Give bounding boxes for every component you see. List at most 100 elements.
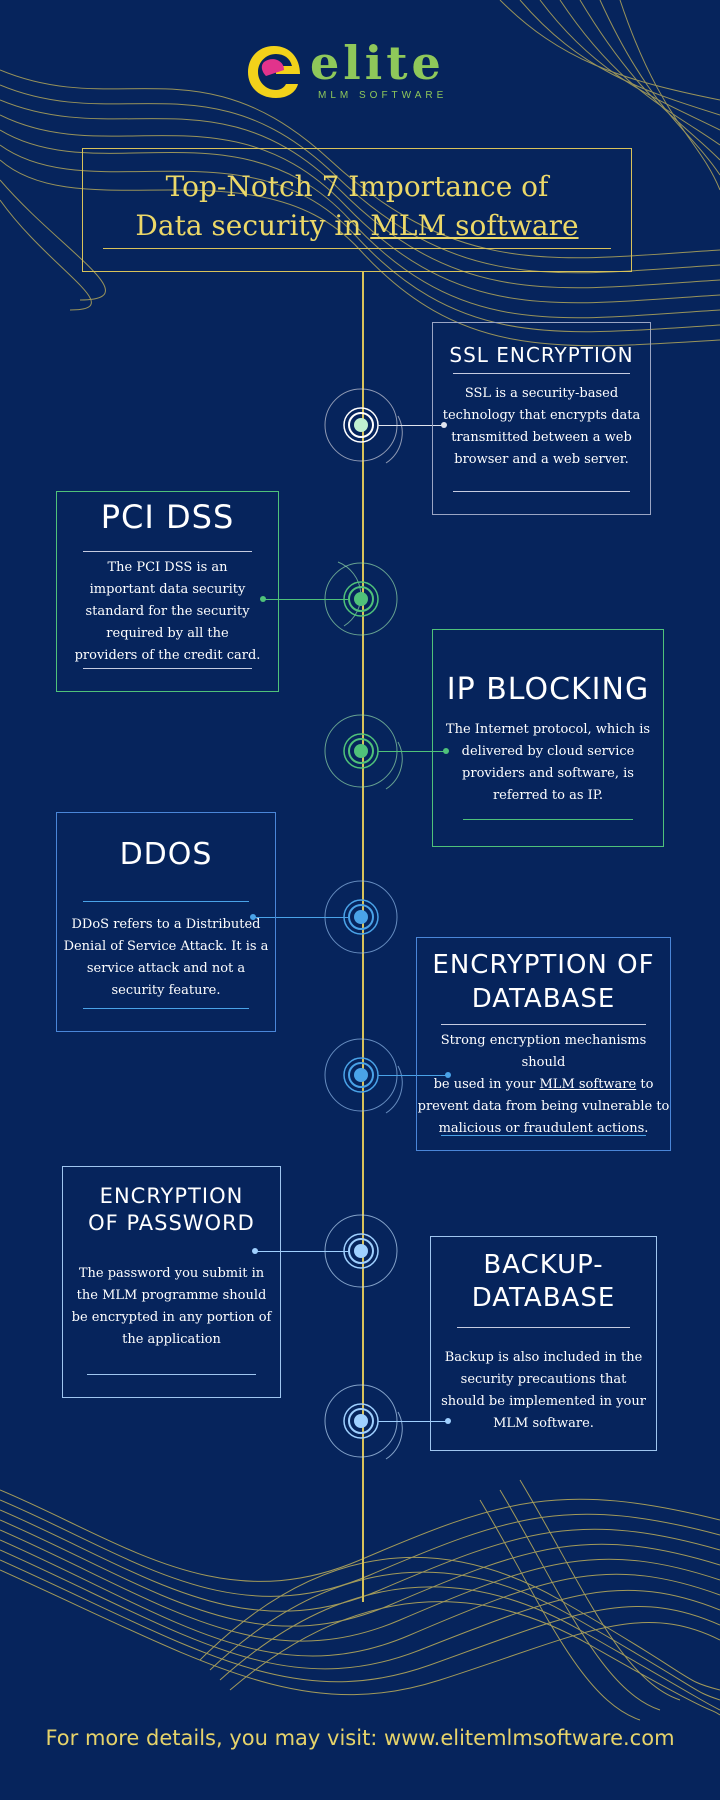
card-body-line: security precautions that xyxy=(460,1372,627,1387)
title-divider xyxy=(103,248,611,249)
elite-logo[interactable]: elite MLM SOFTWARE xyxy=(242,36,482,106)
logo-subtitle: MLM SOFTWARE xyxy=(318,90,448,101)
card-body: DDoS refers to a Distributed Denial of S… xyxy=(57,914,275,1002)
card-body: SSL is a security-based technology that … xyxy=(433,383,650,471)
card-divider xyxy=(87,1374,256,1375)
card-body-line: providers of the credit card. xyxy=(74,648,261,663)
connector-encdb xyxy=(378,1075,448,1076)
card-body-line: malicious or fraudulent actions. xyxy=(438,1121,649,1136)
card-title: SSL ENCRYPTION xyxy=(449,343,634,367)
card-title-line: DATABASE xyxy=(471,1283,616,1313)
card-body-line: required by all the xyxy=(106,626,229,641)
card-divider xyxy=(83,1008,249,1009)
card-body-line: referred to as IP. xyxy=(492,788,604,803)
card-body-line: technology that encrypts data xyxy=(442,408,641,423)
card-title: DDOS xyxy=(119,837,213,872)
card-divider xyxy=(441,1135,646,1136)
card-body: Strong encryption mechanisms should be u… xyxy=(417,1030,670,1140)
connector-dot-ddos xyxy=(250,914,256,920)
card-body-line: browser and a web server. xyxy=(454,452,629,467)
footer-website-text[interactable]: For more details, you may visit: www.eli… xyxy=(45,1726,675,1750)
card-divider xyxy=(453,373,630,374)
card-ip-blocking: IP BLOCKING The Internet protocol, which… xyxy=(432,629,664,847)
card-divider xyxy=(83,551,252,552)
card-body-line: Strong encryption mechanisms should xyxy=(440,1033,647,1070)
card-title: ENCRYPTION OF PASSWORD xyxy=(63,1183,280,1237)
card-title-line: DATABASE xyxy=(471,984,616,1014)
card-body-line: The Internet protocol, which is xyxy=(445,722,651,737)
connector-encpw xyxy=(256,1251,348,1252)
card-body-line: standard for the security xyxy=(85,604,250,619)
connector-dot-ssl xyxy=(441,422,447,428)
card-body: Backup is also included in the security … xyxy=(431,1347,656,1435)
connector-dot-backup xyxy=(445,1418,451,1424)
connector-backup xyxy=(378,1421,448,1422)
card-pci-dss: PCI DSS The PCI DSS is an important data… xyxy=(56,491,279,692)
card-body-line: The password you submit in xyxy=(78,1266,265,1281)
card-encryption-of-password: ENCRYPTION OF PASSWORD The password you … xyxy=(62,1166,281,1398)
card-backup-database: BACKUP- DATABASE Backup is also included… xyxy=(430,1236,657,1451)
card-divider xyxy=(441,1024,646,1025)
title-box: Top-Notch 7 Importance of Data security … xyxy=(82,148,632,272)
page-title-line2: Data security in MLM software xyxy=(83,206,631,245)
connector-dot-encpw xyxy=(252,1248,258,1254)
card-body-line: should be implemented in your xyxy=(441,1394,646,1409)
card-body-line: important data security xyxy=(89,582,246,597)
card-divider xyxy=(83,668,252,669)
card-divider xyxy=(83,901,249,902)
timeline-node-ip xyxy=(324,714,403,790)
card-body-line: MLM software. xyxy=(493,1416,594,1431)
card-body-line: providers and software, is xyxy=(462,766,634,781)
card-body-line: service attack and not a xyxy=(86,961,246,976)
card-body-line: the MLM programme should xyxy=(76,1288,267,1303)
card-divider xyxy=(463,819,633,820)
timeline-node-encdb xyxy=(324,1038,403,1114)
card-divider xyxy=(453,491,630,492)
timeline-line xyxy=(362,272,364,1602)
timeline-node-ssl xyxy=(324,388,403,464)
card-body-line: transmitted between a web xyxy=(451,430,632,445)
card-title-line: ENCRYPTION OF xyxy=(432,950,655,980)
mlm-software-link[interactable]: MLM software xyxy=(370,209,579,242)
card-body-line: the application xyxy=(122,1332,221,1347)
card-body-line: security feature. xyxy=(111,983,221,998)
card-title: ENCRYPTION OF DATABASE xyxy=(417,948,670,1016)
mlm-software-link[interactable]: MLM software xyxy=(539,1077,637,1092)
card-title-line: OF PASSWORD xyxy=(88,1211,255,1235)
connector-ssl xyxy=(378,425,444,426)
title-text: Data security in xyxy=(135,209,371,242)
connector-dot-pci xyxy=(260,596,266,602)
connector-dot-encdb xyxy=(445,1072,451,1078)
card-body: The PCI DSS is an important data securit… xyxy=(57,557,278,667)
card-body: The Internet protocol, which is delivere… xyxy=(433,719,663,807)
connector-ddos xyxy=(254,917,348,918)
card-title: BACKUP- DATABASE xyxy=(431,1249,656,1315)
card-body-text: be used in your xyxy=(433,1077,540,1092)
card-encryption-of-database: ENCRYPTION OF DATABASE Strong encryption… xyxy=(416,937,671,1151)
connector-ip xyxy=(378,751,446,752)
card-body-line: Backup is also included in the xyxy=(444,1350,643,1365)
card-title: PCI DSS xyxy=(100,498,235,536)
card-body-line: be used in your MLM software to xyxy=(417,1074,670,1096)
elite-logo-mark xyxy=(248,46,300,98)
card-divider xyxy=(457,1327,630,1328)
card-body: The password you submit in the MLM progr… xyxy=(63,1263,280,1351)
card-body-text: to xyxy=(636,1077,654,1092)
card-body-line: SSL is a security-based xyxy=(464,386,619,401)
card-body-line: DDoS refers to a Distributed xyxy=(71,917,261,932)
card-ddos: DDOS DDoS refers to a Distributed Denial… xyxy=(56,812,276,1032)
card-body-line: prevent data from being vulnerable to xyxy=(417,1099,670,1114)
card-title-line: ENCRYPTION xyxy=(99,1184,244,1208)
card-body-line: be encrypted in any portion of xyxy=(71,1310,272,1325)
connector-dot-ip xyxy=(443,748,449,754)
card-ssl-encryption: SSL ENCRYPTION SSL is a security-based t… xyxy=(432,322,651,515)
page-title-line1: Top-Notch 7 Importance of xyxy=(165,170,549,203)
card-title: IP BLOCKING xyxy=(446,672,650,707)
card-title-line: BACKUP- xyxy=(483,1250,604,1280)
card-body-line: delivered by cloud service xyxy=(461,744,635,759)
card-body-line: Denial of Service Attack. It is a xyxy=(63,939,269,954)
connector-pci xyxy=(264,599,348,600)
logo-wordmark: elite xyxy=(310,36,445,90)
card-body-line: The PCI DSS is an xyxy=(107,560,228,575)
